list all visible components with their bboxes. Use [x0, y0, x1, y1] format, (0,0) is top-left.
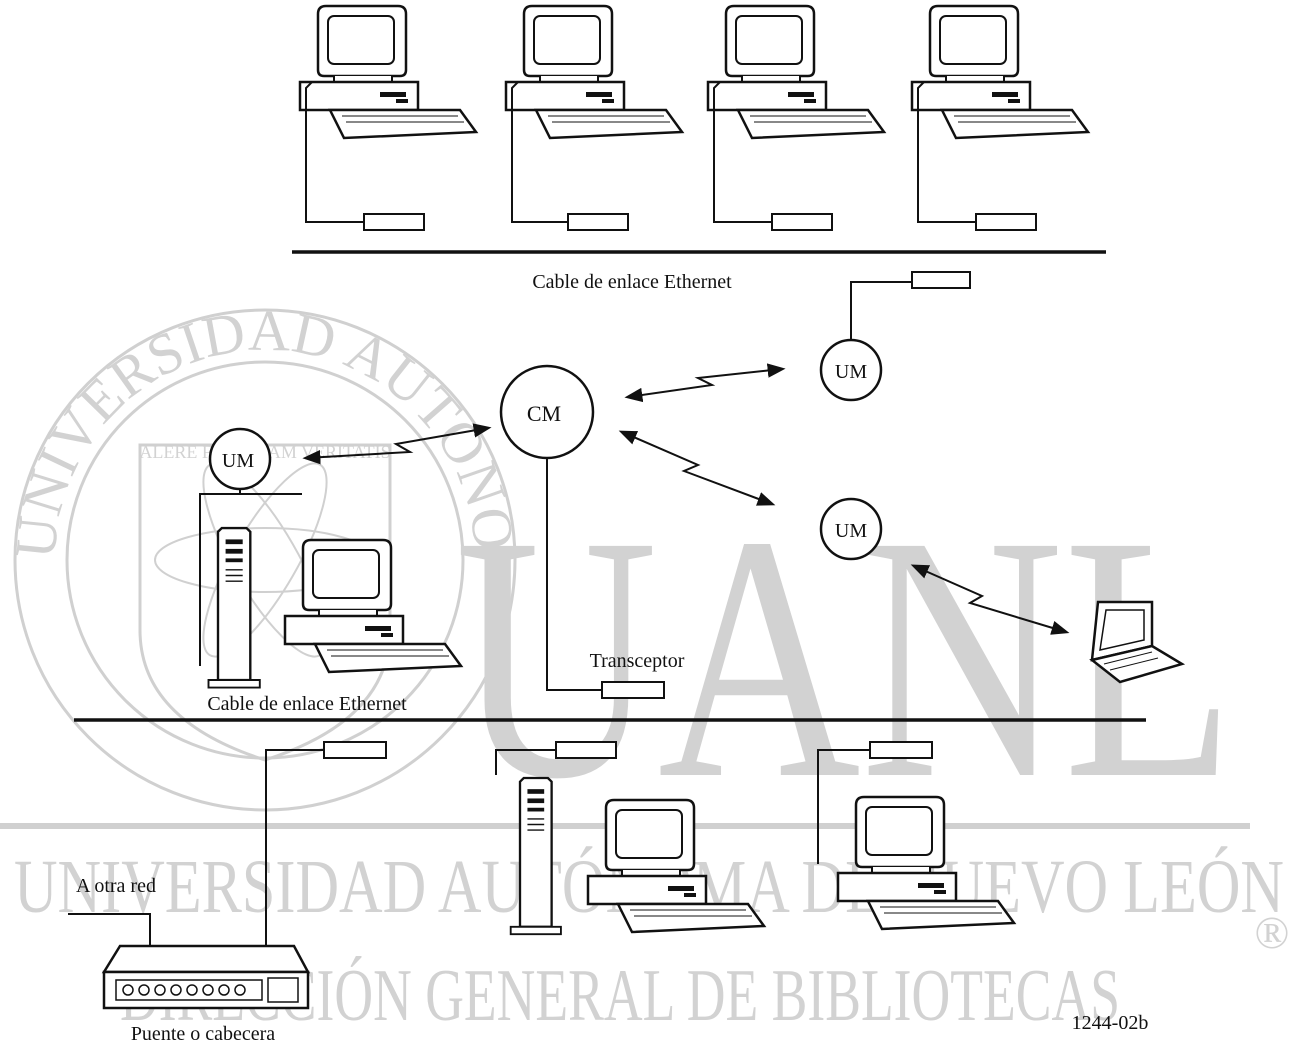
- top-segment: Cable de enlace Ethernet: [292, 6, 1106, 293]
- um-label: UM: [835, 361, 867, 383]
- transceiver-icon: [912, 272, 970, 288]
- desktop-computer-icon: [285, 540, 461, 672]
- transceiver-icon: [324, 742, 386, 758]
- figure-code: 1244-02b: [1072, 1012, 1149, 1034]
- transceiver-icon: [976, 214, 1036, 230]
- transceiver-icon: [568, 214, 628, 230]
- transceiver-label: Transceptor: [590, 650, 685, 672]
- desktop-computer-icon: [708, 6, 884, 230]
- desktop-computer-icon: [912, 6, 1088, 230]
- top-cable-label: Cable de enlace Ethernet: [532, 271, 732, 293]
- other-network-label: A otra red: [76, 875, 156, 897]
- desktop-computer-icon: [300, 6, 476, 230]
- um-label: UM: [835, 520, 867, 542]
- bottom-cable-label: Cable de enlace Ethernet: [207, 693, 407, 715]
- transceiver-icon: [602, 682, 664, 698]
- transceiver-icon: [772, 214, 832, 230]
- tower-computer-icon: [209, 528, 260, 688]
- cm-label: CM: [527, 401, 561, 426]
- wireless-link: [628, 369, 782, 397]
- bridge-device-icon: [104, 946, 308, 1008]
- bridge-label: Puente o cabecera: [131, 1023, 275, 1045]
- transceiver-icon: [870, 742, 932, 758]
- desktop-computer-icon: [506, 6, 682, 230]
- transceiver-icon: [556, 742, 616, 758]
- registered-icon: ®: [1255, 907, 1290, 958]
- um-label: UM: [222, 450, 254, 472]
- transceiver-icon: [364, 214, 424, 230]
